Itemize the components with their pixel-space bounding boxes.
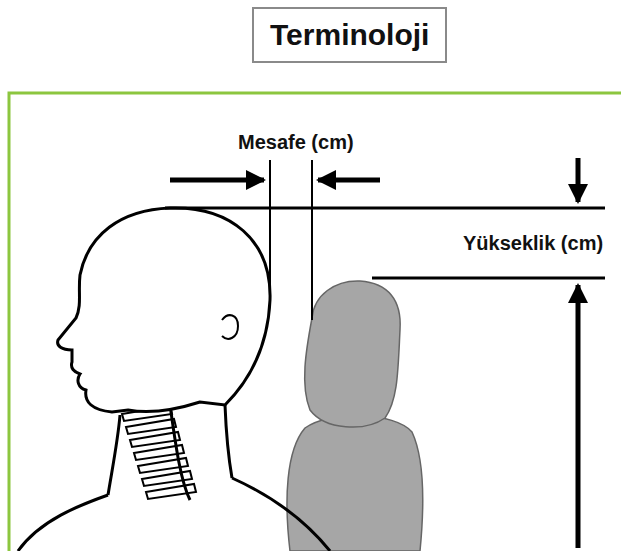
headrest	[305, 281, 401, 427]
head-outline	[58, 208, 270, 412]
neck-outline	[108, 405, 232, 495]
headrest-front-line	[311, 160, 313, 320]
distance-arrow	[170, 178, 264, 183]
title: Terminoloji	[252, 7, 447, 63]
vertebra	[130, 432, 180, 447]
headrest-top-line	[372, 277, 605, 280]
spinal-column	[170, 405, 190, 500]
distance-arrow	[318, 178, 380, 183]
vertebra	[126, 419, 176, 434]
head-top-line	[165, 207, 605, 210]
distance-label: Mesafe (cm)	[235, 130, 357, 155]
head-back-line	[269, 160, 271, 300]
height-arrow	[576, 158, 581, 202]
shoulders	[18, 478, 330, 551]
height-label: Yükseklik (cm)	[460, 231, 606, 256]
ear	[222, 315, 238, 339]
height-arrow	[576, 285, 581, 548]
vertebrae	[122, 405, 196, 500]
seat-back	[287, 416, 423, 551]
panel-frame	[9, 93, 621, 551]
